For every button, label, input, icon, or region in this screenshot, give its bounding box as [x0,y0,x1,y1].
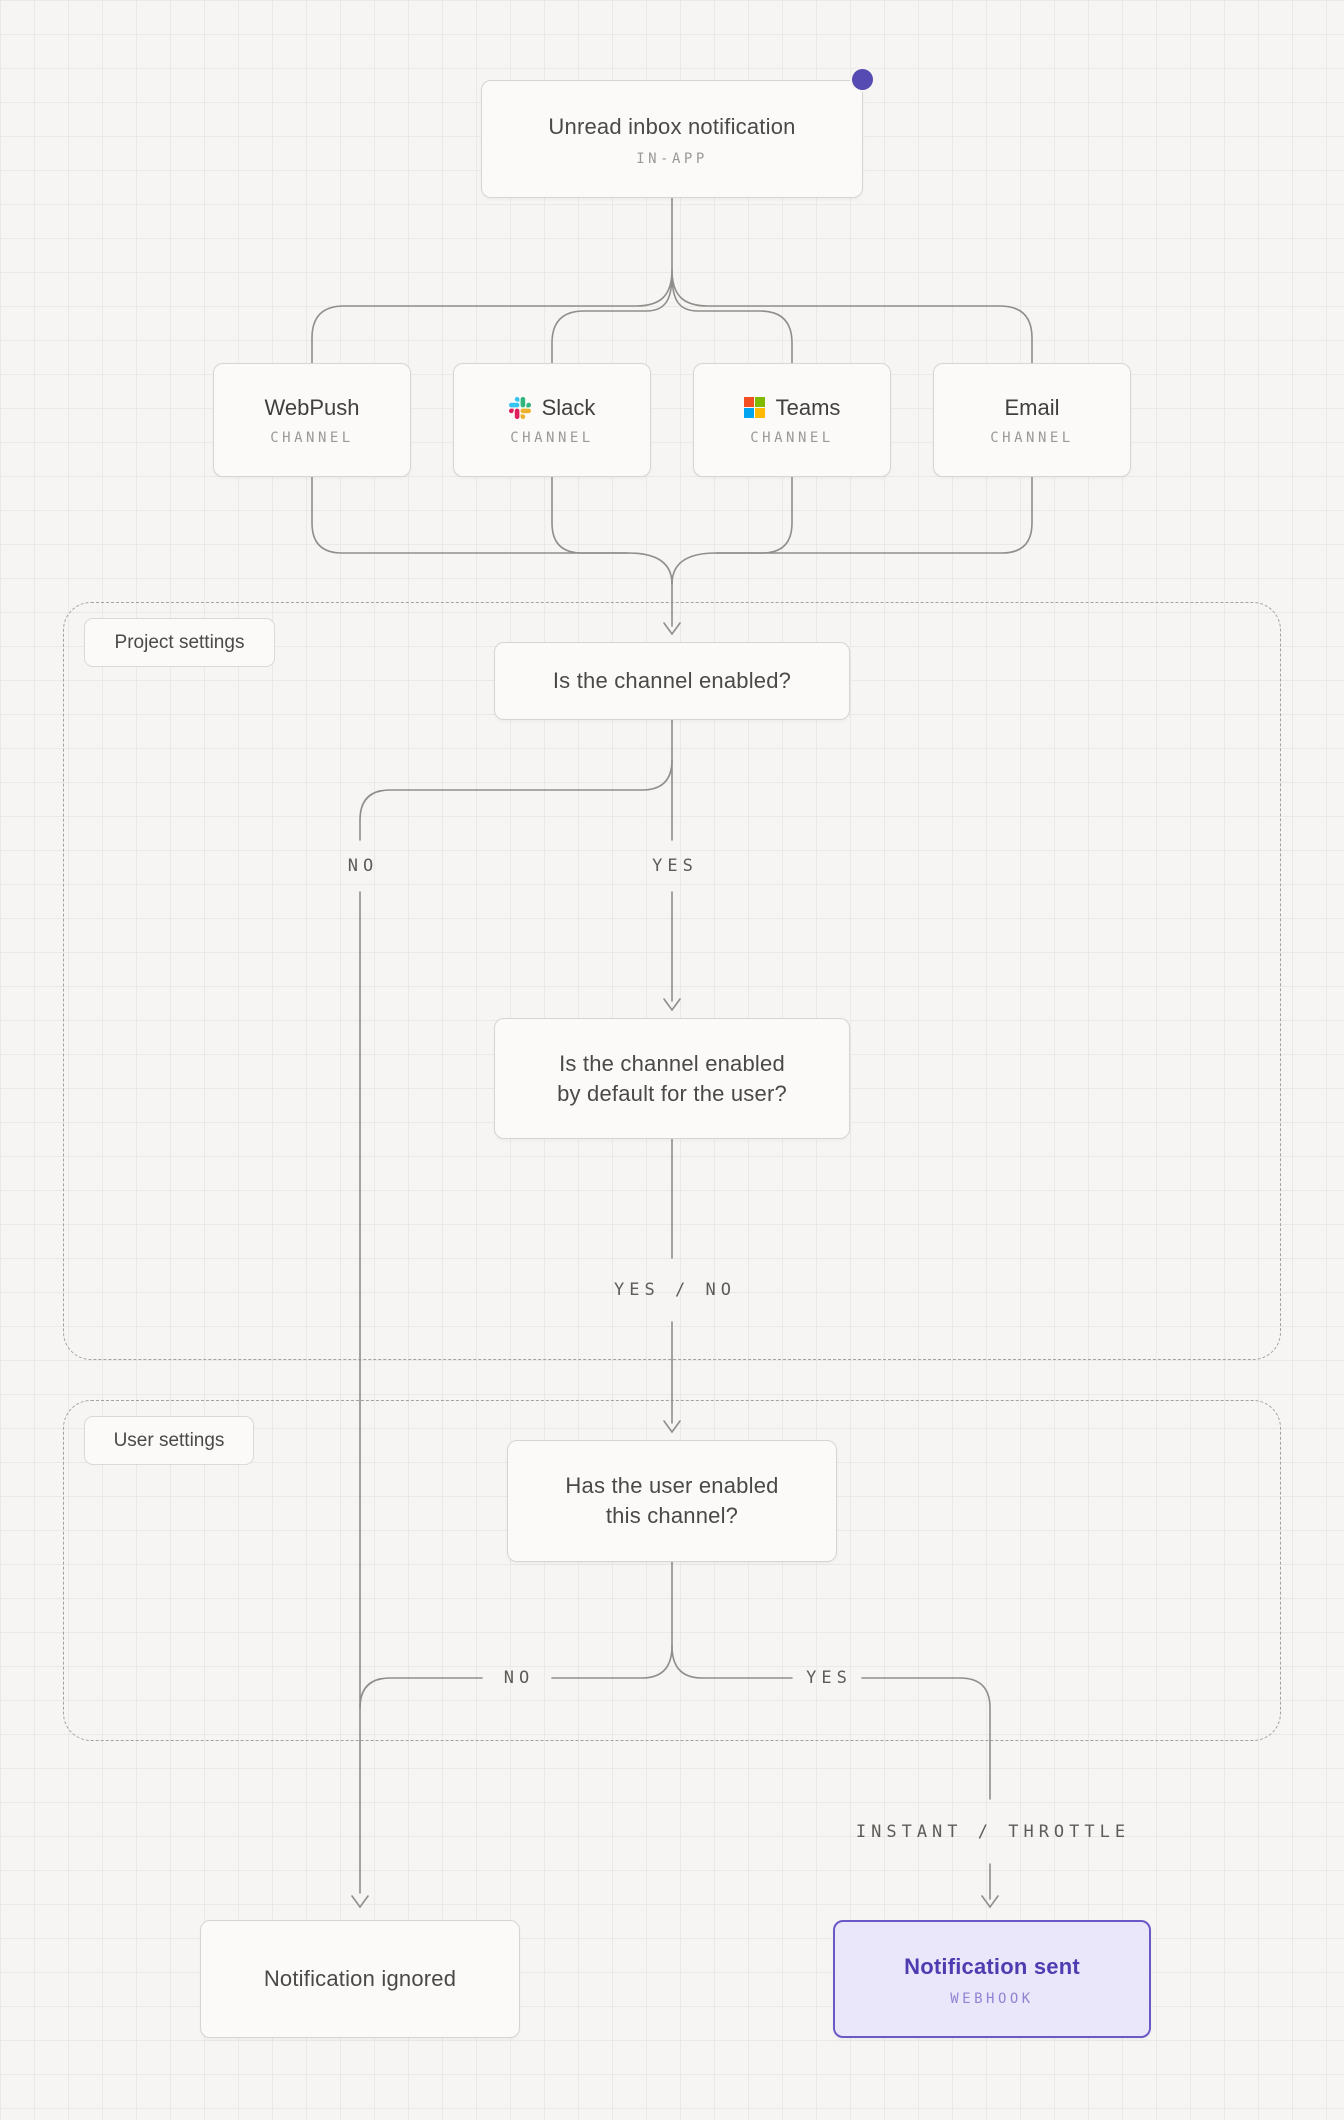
node-channel-email[interactable]: Email CHANNEL [933,363,1131,477]
email-tag: CHANNEL [990,429,1074,446]
user-settings-label: User settings [84,1416,254,1465]
node-channel-slack[interactable]: Slack CHANNEL [453,363,651,477]
webpush-title-row: WebPush [265,395,360,421]
ignored-title: Notification ignored [263,1966,457,1991]
source-node-tag: IN-APP [636,150,708,167]
teams-tag: CHANNEL [750,429,834,446]
node-unread-inbox-notification[interactable]: Unread inbox notification IN-APP [481,80,863,198]
edge-label-q1-yes: YES [652,856,698,876]
node-question-user-enabled[interactable]: Has the user enabled this channel? [507,1440,837,1562]
sent-tag: WEBHOOK [950,1990,1034,2007]
q3-title-line1: Has the user enabled [565,1473,779,1498]
teams-title: Teams [775,394,841,420]
email-title-row: Email [1004,395,1059,421]
q1-title: Is the channel enabled? [552,668,792,693]
node-notification-ignored[interactable]: Notification ignored [200,1920,520,2038]
q2-title-line2: by default for the user? [557,1080,787,1106]
edge-label-q2-result: YES / NO [614,1280,736,1300]
edge-label-sent-mode: INSTANT / THROTTLE [855,1822,1131,1842]
node-channel-webpush[interactable]: WebPush CHANNEL [213,363,411,477]
webpush-tag: CHANNEL [270,429,354,446]
node-notification-sent[interactable]: Notification sent WEBHOOK [833,1920,1151,2038]
project-settings-label: Project settings [84,618,275,667]
node-accent-dot [852,69,873,90]
edge-label-q3-yes: YES [806,1668,852,1688]
slack-title-row: Slack [508,394,596,421]
q2-title: Is the channel enabled by default for th… [557,1049,787,1109]
slack-tag: CHANNEL [510,429,594,446]
q2-title-line1: Is the channel enabled [559,1050,785,1076]
source-node-title: Unread inbox notification [548,113,796,139]
edge-label-q1-no: NO [347,856,379,876]
q3-title-line2: this channel? [605,1503,739,1528]
node-channel-teams[interactable]: Teams CHANNEL [693,363,891,477]
project-settings-label-text: Project settings [114,631,245,653]
teams-title-row: Teams [743,394,841,421]
user-settings-label-text: User settings [113,1429,225,1451]
microsoft-teams-icon [743,397,765,418]
node-question-default-enabled[interactable]: Is the channel enabled by default for th… [494,1018,850,1139]
q3-title: Has the user enabled this channel? [565,1471,778,1531]
edge-label-q3-no: NO [503,1668,535,1688]
node-question-channel-enabled[interactable]: Is the channel enabled? [494,642,850,720]
sent-title: Notification sent [904,1953,1080,1979]
slack-icon [508,396,531,419]
email-title: Email [1004,394,1060,420]
webpush-title: WebPush [264,394,360,420]
slack-title: Slack [541,394,596,420]
